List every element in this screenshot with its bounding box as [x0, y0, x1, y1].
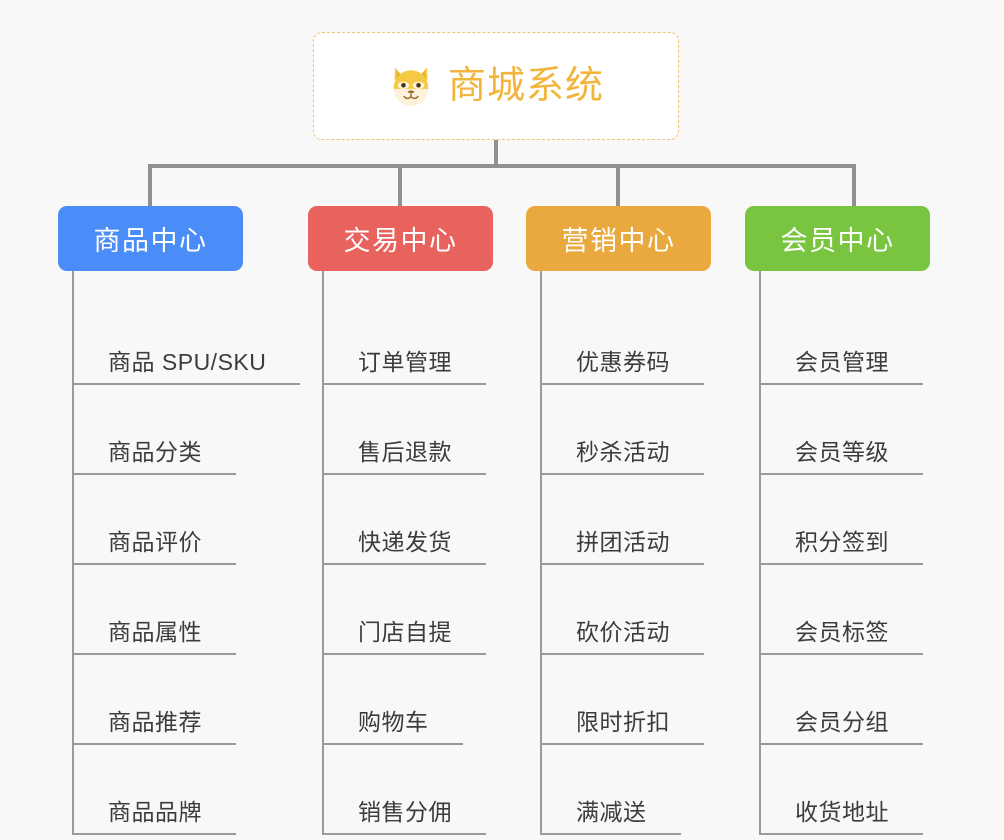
branch-column-trade: 交易中心 订单管理 售后退款 快递发货 门店自提 购物车 销售分佣: [308, 206, 530, 835]
leaf-label: 会员标签: [761, 619, 923, 655]
leaf-label: 商品推荐: [74, 709, 236, 745]
leaf-list-trade: 订单管理 售后退款 快递发货 门店自提 购物车 销售分佣: [322, 271, 530, 835]
list-item[interactable]: 满减送: [542, 745, 748, 835]
leaf-label: 满减送: [542, 799, 681, 835]
leaf-label: 商品品牌: [74, 799, 236, 835]
leaf-list-member: 会员管理 会员等级 积分签到 会员标签 会员分组 收货地址: [759, 271, 967, 835]
leaf-label: 快递发货: [324, 529, 486, 565]
root-node-mall-system[interactable]: 商城系统: [313, 32, 679, 140]
list-item[interactable]: 优惠券码: [542, 295, 748, 385]
branch-column-product: 商品中心 商品 SPU/SKU 商品分类 商品评价 商品属性 商品推荐 商品品牌: [58, 206, 301, 835]
leaf-label: 积分签到: [761, 529, 923, 565]
list-item[interactable]: 商品分类: [74, 385, 288, 475]
leaf-label: 会员等级: [761, 439, 923, 475]
leaf-label: 拼团活动: [542, 529, 704, 565]
branch-header-trade[interactable]: 交易中心: [308, 206, 493, 271]
list-item[interactable]: 会员等级: [761, 385, 967, 475]
branch-header-product[interactable]: 商品中心: [58, 206, 243, 271]
leaf-label: 商品评价: [74, 529, 236, 565]
leaf-label: 订单管理: [324, 349, 486, 385]
list-item[interactable]: 积分签到: [761, 475, 967, 565]
leaf-list-product: 商品 SPU/SKU 商品分类 商品评价 商品属性 商品推荐 商品品牌: [72, 271, 301, 835]
leaf-label: 优惠券码: [542, 349, 704, 385]
connector-horizontal-bus: [148, 164, 856, 168]
branch-column-member: 会员中心 会员管理 会员等级 积分签到 会员标签 会员分组 收货地址: [745, 206, 967, 835]
leaf-label: 秒杀活动: [542, 439, 704, 475]
list-item[interactable]: 限时折扣: [542, 655, 748, 745]
list-item[interactable]: 订单管理: [324, 295, 530, 385]
branch-header-label: 商品中心: [93, 226, 208, 256]
list-item[interactable]: 销售分佣: [324, 745, 530, 835]
leaf-label: 售后退款: [324, 439, 486, 475]
branch-header-member[interactable]: 会员中心: [745, 206, 930, 271]
list-item[interactable]: 商品推荐: [74, 655, 288, 745]
list-item[interactable]: 商品品牌: [74, 745, 288, 835]
branch-header-marketing[interactable]: 营销中心: [526, 206, 711, 271]
leaf-label: 商品 SPU/SKU: [74, 349, 301, 385]
leaf-label: 会员管理: [761, 349, 923, 385]
list-item[interactable]: 收货地址: [761, 745, 967, 835]
leaf-label: 会员分组: [761, 709, 923, 745]
branch-header-label: 交易中心: [343, 226, 458, 256]
connector-root-stem: [494, 140, 498, 168]
shiba-dog-face-icon: [393, 67, 429, 107]
list-item[interactable]: 砍价活动: [542, 565, 748, 655]
leaf-label: 门店自提: [324, 619, 486, 655]
list-item[interactable]: 商品 SPU/SKU: [74, 295, 301, 385]
leaf-label: 收货地址: [761, 799, 923, 835]
list-item[interactable]: 秒杀活动: [542, 385, 748, 475]
list-item[interactable]: 快递发货: [324, 475, 530, 565]
leaf-label: 限时折扣: [542, 709, 704, 745]
leaf-label: 购物车: [324, 709, 463, 745]
connector-drop-branch-4: [852, 164, 856, 208]
leaf-label: 销售分佣: [324, 799, 486, 835]
list-item[interactable]: 会员分组: [761, 655, 967, 745]
list-item[interactable]: 商品属性: [74, 565, 288, 655]
leaf-label: 商品属性: [74, 619, 236, 655]
list-item[interactable]: 会员标签: [761, 565, 967, 655]
connector-drop-branch-3: [616, 164, 620, 208]
leaf-label: 商品分类: [74, 439, 236, 475]
list-item[interactable]: 售后退款: [324, 385, 530, 475]
connector-drop-branch-1: [148, 164, 152, 208]
list-item[interactable]: 商品评价: [74, 475, 288, 565]
list-item[interactable]: 门店自提: [324, 565, 530, 655]
branch-header-label: 会员中心: [780, 226, 895, 256]
list-item[interactable]: 拼团活动: [542, 475, 748, 565]
leaf-label: 砍价活动: [542, 619, 704, 655]
leaf-list-marketing: 优惠券码 秒杀活动 拼团活动 砍价活动 限时折扣 满减送: [540, 271, 748, 835]
list-item[interactable]: 购物车: [324, 655, 530, 745]
list-item[interactable]: 会员管理: [761, 295, 967, 385]
branch-column-marketing: 营销中心 优惠券码 秒杀活动 拼团活动 砍价活动 限时折扣 满减送: [526, 206, 748, 835]
branch-header-label: 营销中心: [561, 226, 676, 256]
root-title: 商城系统: [447, 65, 604, 107]
connector-drop-branch-2: [398, 164, 402, 208]
